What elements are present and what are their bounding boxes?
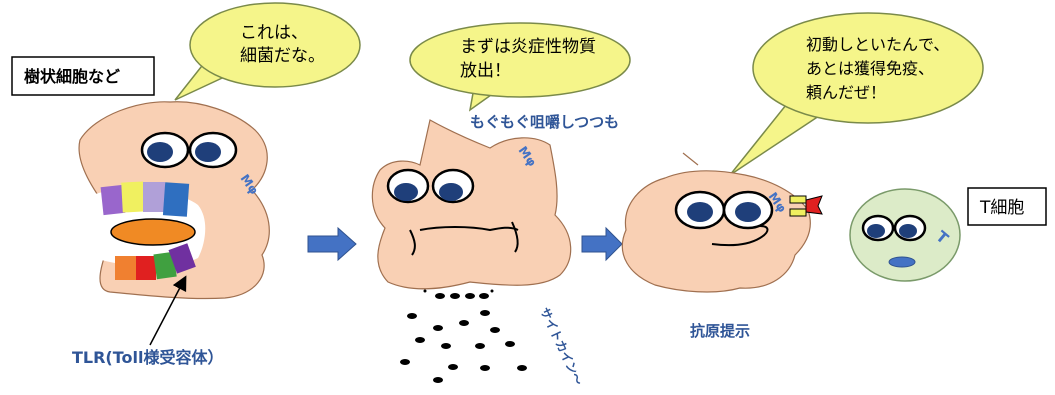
antigen-presenting-cell: Mφ	[621, 152, 823, 293]
lower-receptors	[115, 243, 196, 280]
dendritic-cell: Mφ	[78, 101, 270, 300]
antigen	[110, 218, 196, 246]
bubble2-line1: まずは炎症性物質	[460, 37, 596, 57]
svg-text:樹状細胞など: 樹状細胞など	[24, 67, 120, 86]
speech-bubble-1: これは、 細菌だな。	[174, 2, 361, 101]
bubble3-line2: あとは獲得免疫、	[806, 59, 934, 78]
flow-arrow-2	[581, 226, 623, 262]
cytokine-particles	[400, 289, 527, 383]
bubble3-line3: 頼んだぜ！	[806, 83, 886, 102]
speech-bubble-3: 初動しといたんで、 あとは獲得免疫、 頼んだぜ！	[729, 12, 984, 176]
svg-text:T細胞: T細胞	[979, 198, 1024, 218]
upper-receptors	[100, 181, 190, 217]
chewing-label: もぐもぐ咀嚼しつつも	[470, 113, 619, 131]
t-cell: T	[849, 188, 961, 282]
bubble1-line2: 細菌だな。	[240, 46, 325, 66]
cell1-eyes	[140, 131, 238, 169]
macrophage-cell: Mφ	[371, 119, 572, 290]
presented-antigen	[789, 195, 823, 217]
cytokine-label: サイトカイン〜	[537, 305, 585, 387]
t-cell-label: T細胞	[967, 187, 1047, 226]
flow-arrow-1	[307, 226, 357, 262]
bubble1-line1: これは、	[240, 23, 308, 43]
tlr-label: TLR(Toll様受容体）	[72, 348, 224, 367]
speech-bubble-2: まずは炎症性物質 放出！	[409, 22, 631, 112]
antigen-presentation-label: 抗原提示	[690, 322, 750, 340]
cell3-eyes	[674, 190, 774, 230]
tlr-pointer-arrow	[149, 275, 187, 346]
dendritic-cell-label: 樹状細胞など	[11, 56, 155, 96]
bubble2-line2: 放出！	[460, 61, 511, 81]
cell2-eyes	[386, 168, 475, 204]
bubble3-line1: 初動しといたんで、	[806, 35, 949, 54]
